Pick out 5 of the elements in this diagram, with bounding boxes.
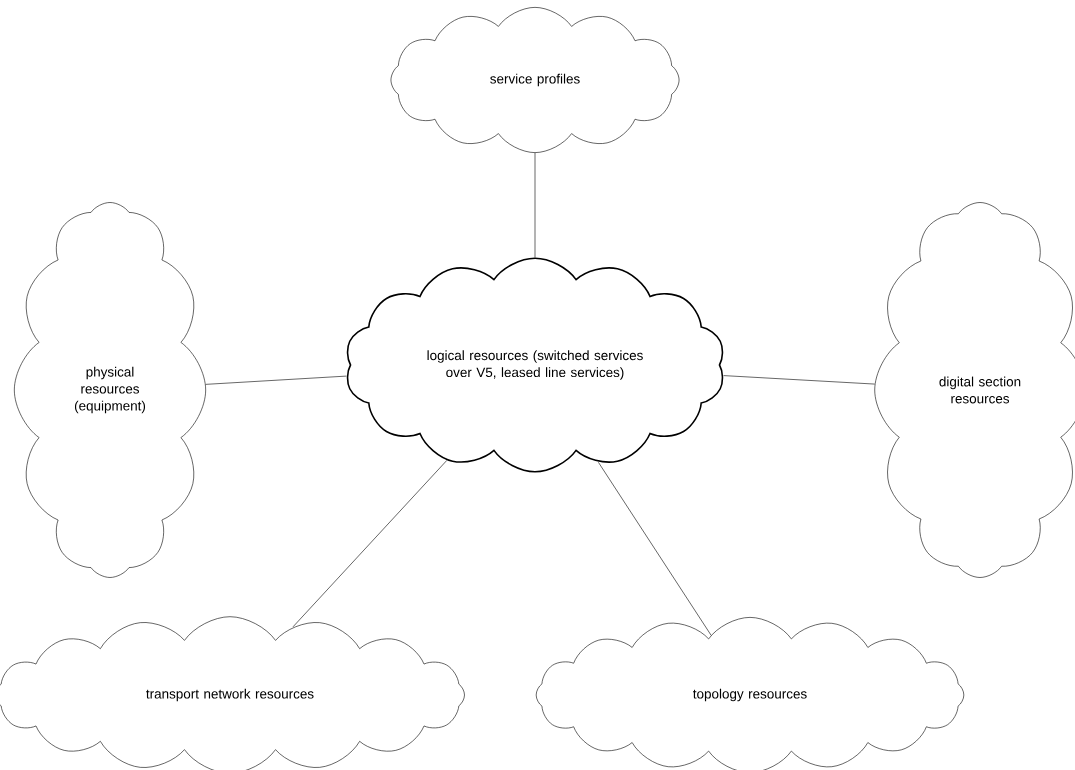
connector-line [534, 152, 536, 258]
connector-line [292, 460, 448, 628]
connector-line [205, 375, 347, 385]
connector-line [598, 462, 712, 636]
connector-line [723, 375, 876, 385]
